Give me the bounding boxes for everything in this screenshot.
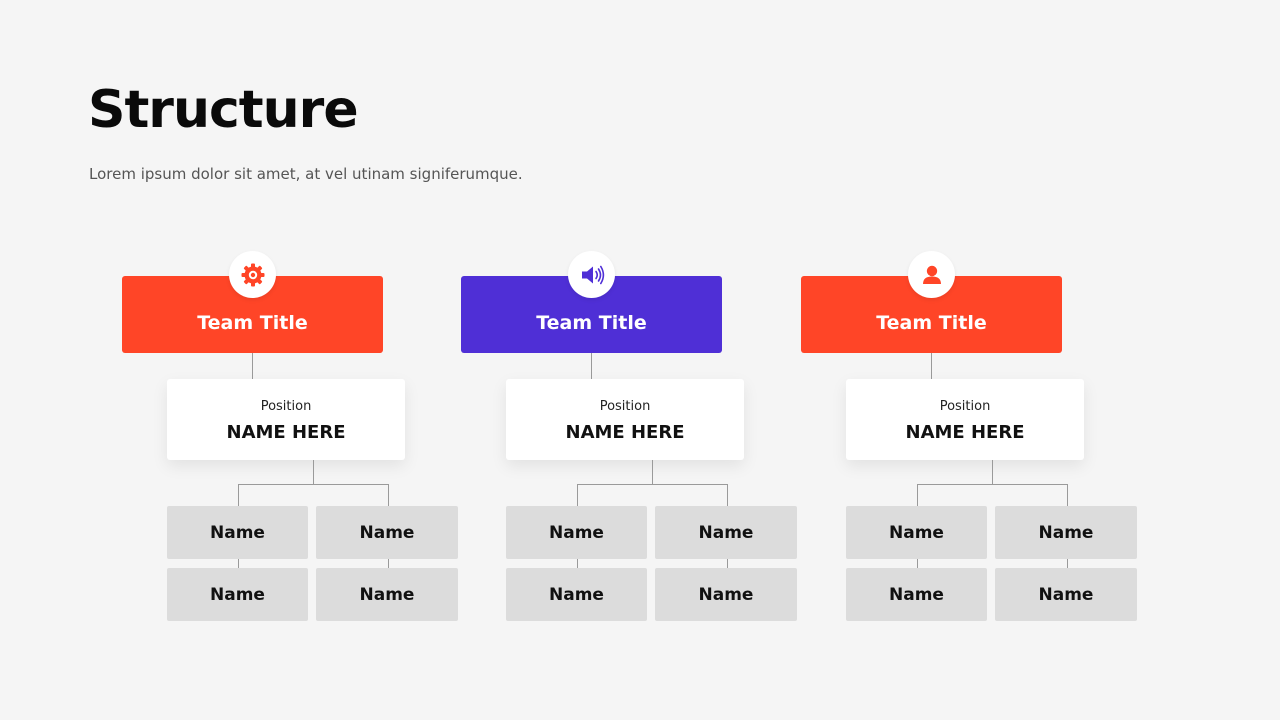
team-title-text: Team Title <box>197 312 308 334</box>
page-subtitle: Lorem ipsum dolor sit amet, at vel utina… <box>89 165 523 183</box>
member-name: Name <box>549 584 604 605</box>
connector-line <box>591 353 592 379</box>
team-title-text: Team Title <box>536 312 647 334</box>
position-card: Position NAME HERE <box>846 379 1084 460</box>
member-name: Name <box>359 522 415 543</box>
connector-line <box>577 484 728 485</box>
connector-line <box>917 484 1068 485</box>
member-box: Name <box>846 506 987 559</box>
member-box: Name <box>167 568 308 621</box>
connector-line <box>252 353 253 379</box>
user-icon <box>922 265 941 284</box>
team-column-1: Team Title Position NAME HERE Name Name <box>0 0 458 720</box>
team-title-text: Team Title <box>876 312 987 334</box>
team-column-3: Team Title Position NAME HERE Name Name … <box>679 0 1137 720</box>
position-label: Position <box>599 399 651 414</box>
member-box: Name <box>995 568 1137 621</box>
position-card: Position NAME HERE <box>506 379 744 460</box>
position-name: NAME HERE <box>565 422 685 443</box>
gear-icon <box>241 263 264 286</box>
team-column-2: Team Title Position NAME HERE Name Name … <box>339 0 797 720</box>
member-name: Name <box>359 584 415 605</box>
member-box: Name <box>995 506 1137 559</box>
member-box: Name <box>655 506 797 559</box>
member-box: Name <box>316 568 458 621</box>
member-name: Name <box>889 522 944 543</box>
member-name: Name <box>549 522 604 543</box>
member-box: Name <box>316 506 458 559</box>
member-name: Name <box>1038 584 1094 605</box>
icon-badge <box>229 251 276 298</box>
connector-line <box>238 484 389 485</box>
member-name: Name <box>210 584 265 605</box>
position-card: Position NAME HERE <box>167 379 405 460</box>
team-title-box: Team Title <box>801 276 1062 353</box>
position-name: NAME HERE <box>905 422 1025 443</box>
position-label: Position <box>260 399 312 414</box>
speaker-icon <box>581 265 604 284</box>
member-name: Name <box>210 522 265 543</box>
member-box: Name <box>655 568 797 621</box>
position-label: Position <box>939 399 991 414</box>
page-title: Structure <box>88 80 359 140</box>
connector-line <box>652 460 653 484</box>
connector-line <box>931 353 932 379</box>
member-box: Name <box>506 506 647 559</box>
member-name: Name <box>889 584 944 605</box>
connector-line <box>313 460 314 484</box>
position-name: NAME HERE <box>226 422 346 443</box>
icon-badge <box>568 251 615 298</box>
icon-badge <box>908 251 955 298</box>
member-box: Name <box>506 568 647 621</box>
connector-line <box>992 460 993 484</box>
member-name: Name <box>698 522 754 543</box>
member-name: Name <box>698 584 754 605</box>
member-box: Name <box>846 568 987 621</box>
member-name: Name <box>1038 522 1094 543</box>
member-box: Name <box>167 506 308 559</box>
